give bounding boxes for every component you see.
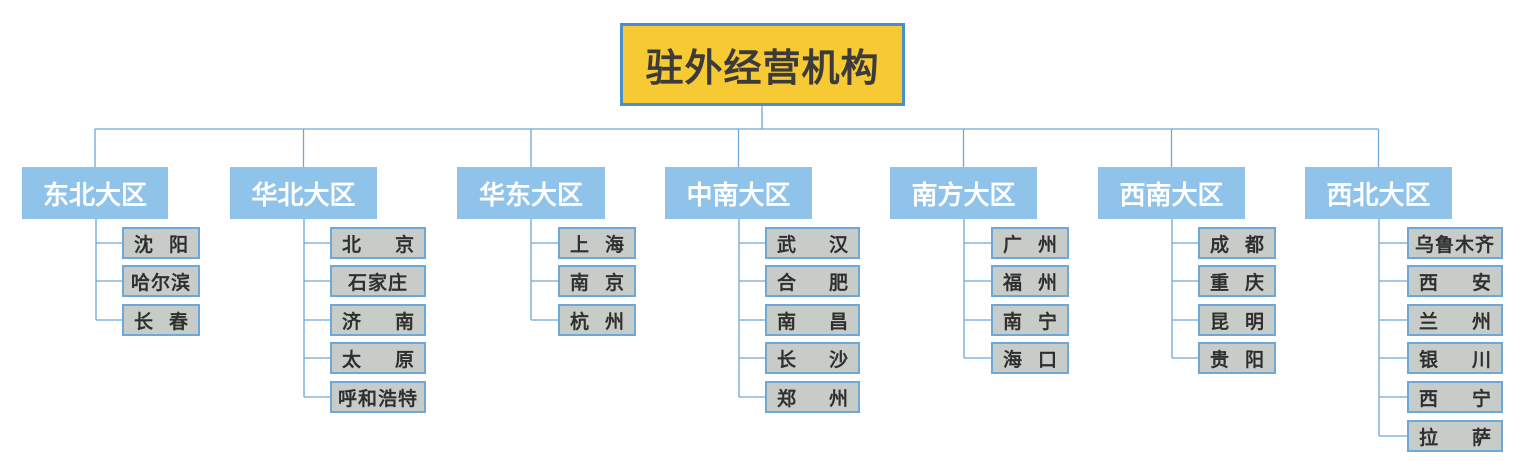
region-node: 西南大区 <box>1098 167 1245 219</box>
city-node: 福州 <box>991 265 1069 297</box>
city-node: 石家庄 <box>330 265 426 297</box>
city-node: 乌鲁木齐 <box>1407 227 1503 259</box>
city-node: 长沙 <box>765 342 860 374</box>
city-node: 呼和浩特 <box>330 381 426 413</box>
city-node: 广州 <box>991 227 1069 259</box>
city-node: 长春 <box>122 304 200 336</box>
city-node: 拉萨 <box>1407 420 1503 452</box>
city-node: 杭州 <box>558 304 636 336</box>
city-node: 武汉 <box>765 227 860 259</box>
city-node: 南宁 <box>991 304 1069 336</box>
city-node: 昆明 <box>1198 304 1276 336</box>
city-node: 银川 <box>1407 342 1503 374</box>
region-node: 西北大区 <box>1305 167 1452 219</box>
city-node: 西宁 <box>1407 381 1503 413</box>
region-node: 南方大区 <box>890 167 1037 219</box>
region-node: 中南大区 <box>665 167 812 219</box>
region-node: 东北大区 <box>22 167 168 219</box>
city-node: 海口 <box>991 342 1069 374</box>
city-node: 郑州 <box>765 381 860 413</box>
city-node: 西安 <box>1407 265 1503 297</box>
city-node: 沈阳 <box>122 227 200 259</box>
root-node-title: 驻外经营机构 <box>620 23 905 106</box>
city-node: 重庆 <box>1198 265 1276 297</box>
region-node: 华东大区 <box>457 167 605 219</box>
city-node: 贵阳 <box>1198 342 1276 374</box>
city-node: 哈尔滨 <box>122 265 200 297</box>
city-node: 太原 <box>330 342 426 374</box>
city-node: 上海 <box>558 227 636 259</box>
city-node: 成都 <box>1198 227 1276 259</box>
city-node: 济南 <box>330 304 426 336</box>
city-node: 南京 <box>558 265 636 297</box>
city-node: 合肥 <box>765 265 860 297</box>
city-node: 北京 <box>330 227 426 259</box>
city-node: 兰州 <box>1407 304 1503 336</box>
region-node: 华北大区 <box>230 167 377 219</box>
city-node: 南昌 <box>765 304 860 336</box>
